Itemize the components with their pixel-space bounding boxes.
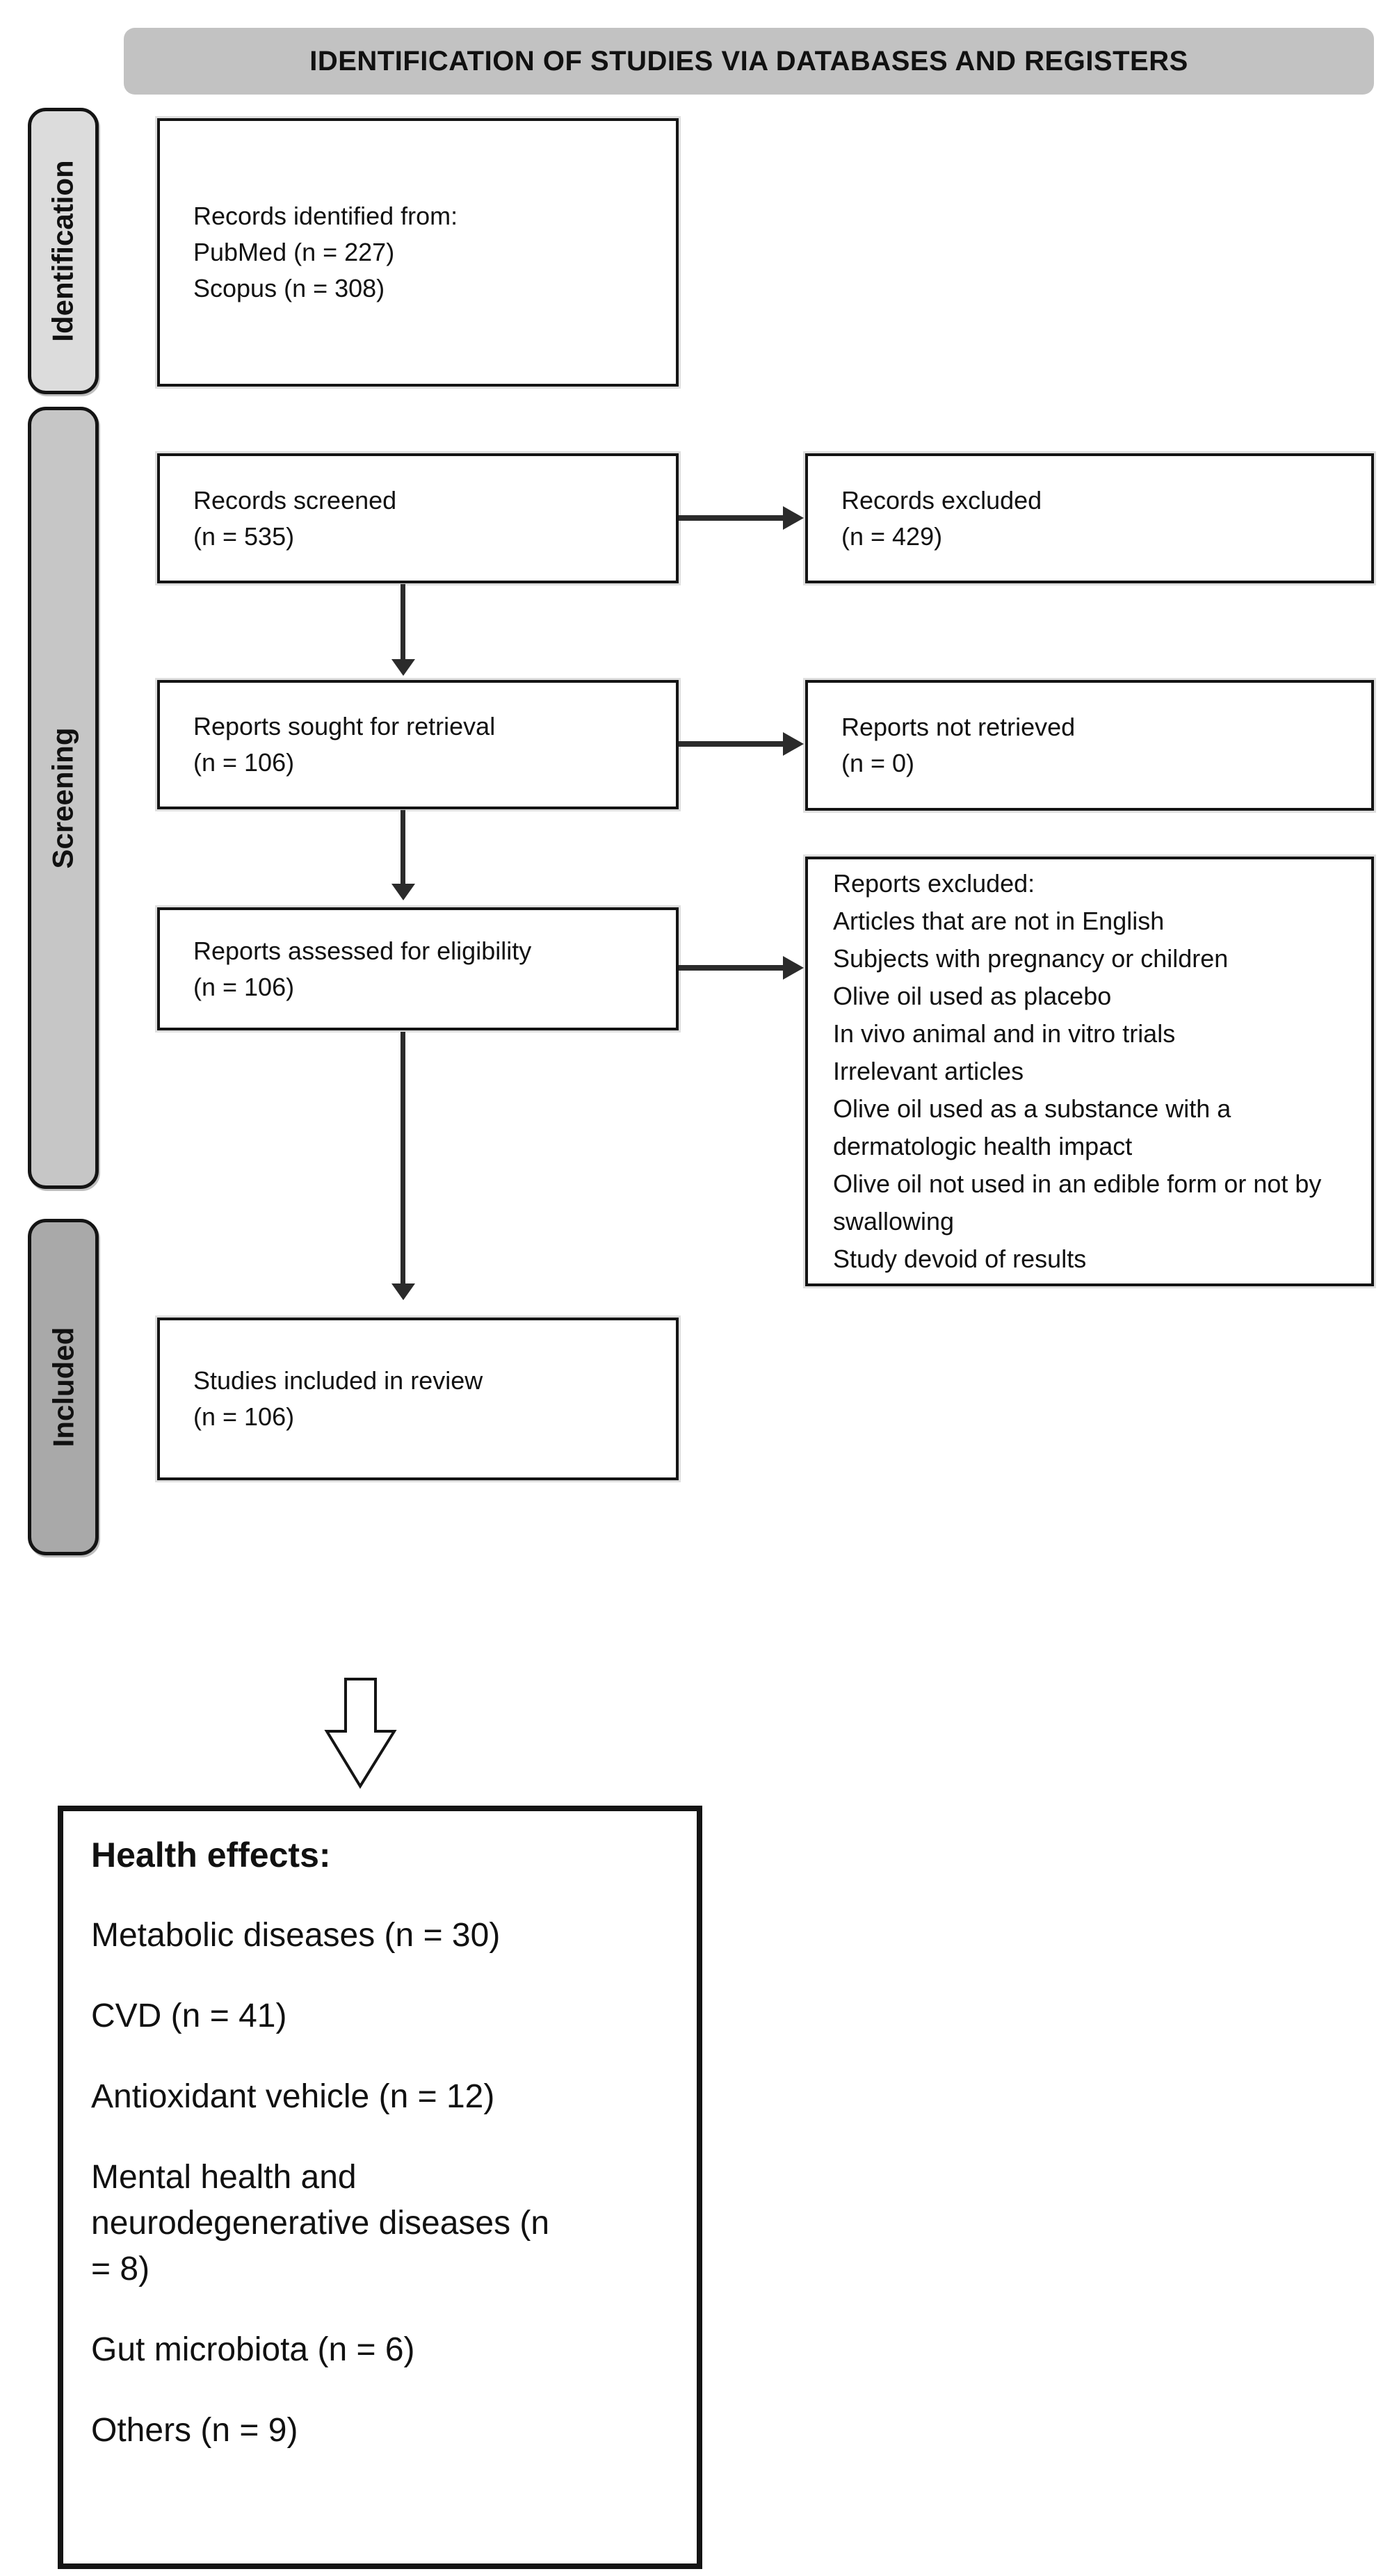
studies-included-box: Studies included in review (n = 106) [157, 1318, 679, 1480]
health-effect-item-metabolic: Metabolic diseases (n = 30) [91, 1917, 501, 1954]
records-identified-text: Records identified from: PubMed (n = 227… [193, 202, 458, 302]
health-effects-title: Health effects: [91, 1836, 331, 1874]
stage-screening: Screening [28, 407, 99, 1189]
hollow-down-arrow-icon [324, 1678, 397, 1789]
stage-identification-label: Identification [47, 160, 79, 342]
records-excluded-text: Records excluded (n = 429) [841, 485, 1042, 551]
reports-excluded-text: Reports excluded: Articles that are not … [833, 869, 1322, 1273]
arrow-assessed-to-included-icon [391, 1032, 415, 1300]
records-identified-box: Records identified from: PubMed (n = 227… [157, 118, 679, 387]
health-effect-item-others: Others (n = 9) [91, 2412, 298, 2449]
header-bar: IDENTIFICATION OF STUDIES VIA DATABASES … [124, 28, 1374, 95]
health-effect-item-cvd: CVD (n = 41) [91, 1998, 287, 2034]
records-screened-box: Records screened (n = 535) [157, 453, 679, 583]
arrow-sought-to-not-retrieved-icon [679, 732, 804, 756]
studies-included-text: Studies included in review (n = 106) [193, 1366, 483, 1431]
arrow-assessed-to-excluded-icon [679, 956, 804, 980]
stage-identification: Identification [28, 108, 99, 394]
arrow-screened-to-sought-icon [391, 584, 415, 676]
health-effect-item-gut-microbiota: Gut microbiota (n = 6) [91, 2331, 415, 2368]
reports-assessed-text: Reports assessed for eligibility (n = 10… [193, 936, 532, 1001]
health-effect-item-antioxidant: Antioxidant vehicle (n = 12) [91, 2078, 495, 2115]
reports-sought-text: Reports sought for retrieval (n = 106) [193, 712, 496, 777]
records-excluded-box: Records excluded (n = 429) [805, 453, 1374, 583]
stage-included: Included [28, 1219, 99, 1555]
reports-not-retrieved-text: Reports not retrieved (n = 0) [841, 713, 1076, 777]
reports-not-retrieved-box: Reports not retrieved (n = 0) [805, 680, 1374, 811]
records-screened-text: Records screened (n = 535) [193, 485, 397, 551]
health-effect-item-mental-health: Mental health and neurodegenerative dise… [91, 2159, 550, 2287]
stage-included-label: Included [47, 1327, 79, 1448]
health-effects-box: Health effects: Metabolic diseases (n = … [58, 1806, 702, 2569]
reports-assessed-box: Reports assessed for eligibility (n = 10… [157, 907, 679, 1030]
header-title: IDENTIFICATION OF STUDIES VIA DATABASES … [309, 45, 1188, 76]
arrow-sought-to-assessed-icon [391, 810, 415, 900]
reports-sought-box: Reports sought for retrieval (n = 106) [157, 680, 679, 809]
reports-excluded-box: Reports excluded: Articles that are not … [805, 857, 1374, 1286]
arrow-screened-to-excluded-icon [679, 506, 804, 530]
stage-screening-label: Screening [47, 727, 80, 869]
